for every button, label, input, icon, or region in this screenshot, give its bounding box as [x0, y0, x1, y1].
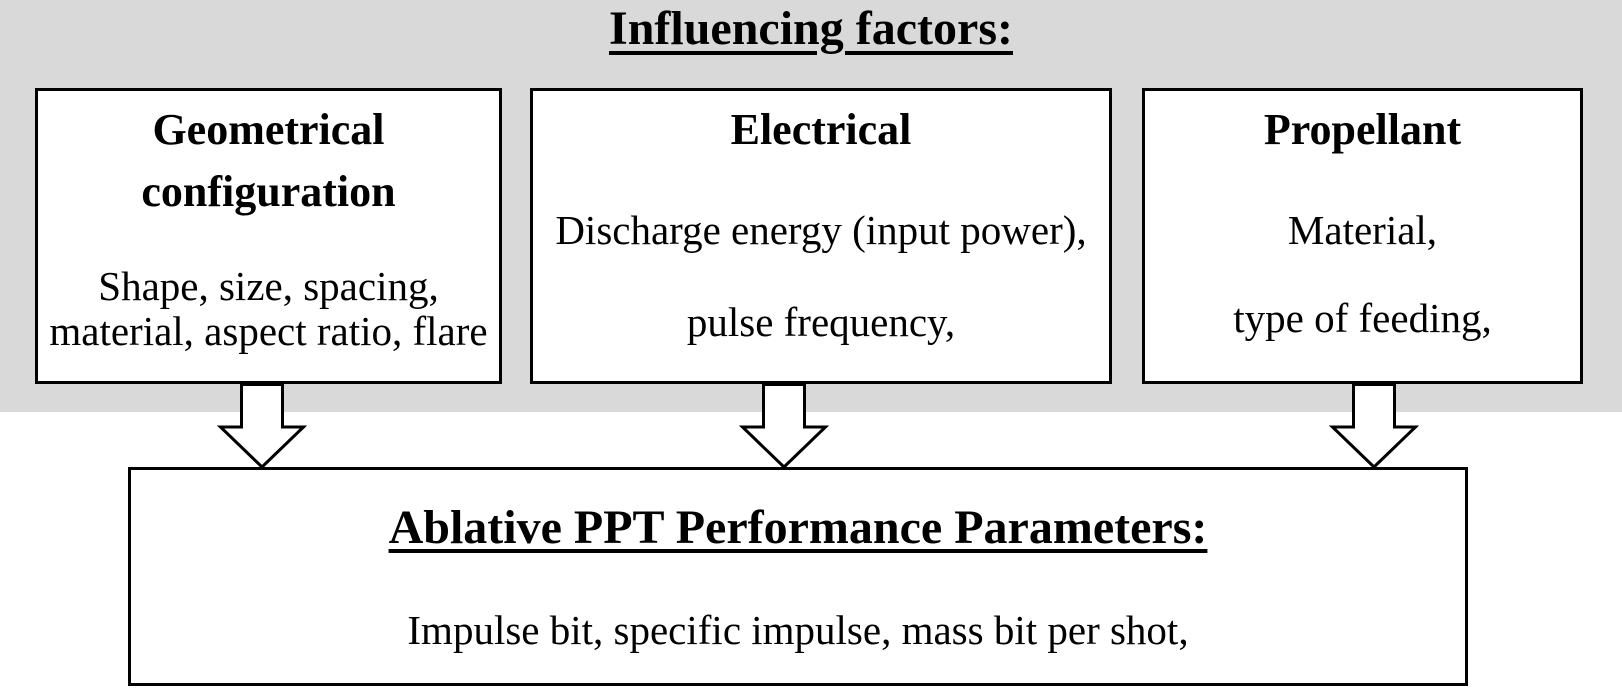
- page-title-text: Influencing factors:: [609, 2, 1013, 55]
- result-box-body: Impulse bit, specific impulse, mass bit …: [407, 607, 1189, 653]
- result-box-title: Ablative PPT Performance Parameters:: [131, 499, 1465, 557]
- factor-box-electrical: Electrical Discharge energy (input power…: [530, 88, 1112, 384]
- body-line: Discharge energy (input power),: [555, 207, 1087, 253]
- heading-line: configuration: [141, 167, 396, 216]
- factor-box-heading: Electrical: [533, 99, 1109, 161]
- body-line: material, aspect ratio, flare: [49, 308, 488, 354]
- factor-box-body: Discharge energy (input power), pulse fr…: [533, 184, 1109, 368]
- factor-box-heading: Propellant: [1145, 99, 1580, 161]
- heading-line: Electrical: [730, 105, 912, 154]
- heading-line: Propellant: [1263, 105, 1462, 154]
- factor-box-body: Shape, size, spacing, material, aspect r…: [38, 264, 499, 354]
- body-line: pulse frequency,: [686, 299, 956, 345]
- factor-box-heading: Geometrical configuration: [38, 99, 499, 223]
- body-line: type of feeding,: [1233, 295, 1492, 341]
- factor-box-geometrical: Geometrical configuration Shape, size, s…: [35, 88, 502, 384]
- heading-line: Geometrical: [152, 105, 385, 154]
- result-box: Ablative PPT Performance Parameters: Imp…: [128, 467, 1468, 686]
- page-title: Influencing factors:: [0, 0, 1622, 58]
- factor-box-propellant: Propellant Material, type of feeding,: [1142, 88, 1583, 384]
- factor-box-body: Material, type of feeding,: [1145, 186, 1580, 362]
- body-line: Material,: [1287, 207, 1438, 253]
- result-box-title-text: Ablative PPT Performance Parameters:: [388, 501, 1208, 554]
- body-line: Shape, size, spacing,: [98, 263, 439, 309]
